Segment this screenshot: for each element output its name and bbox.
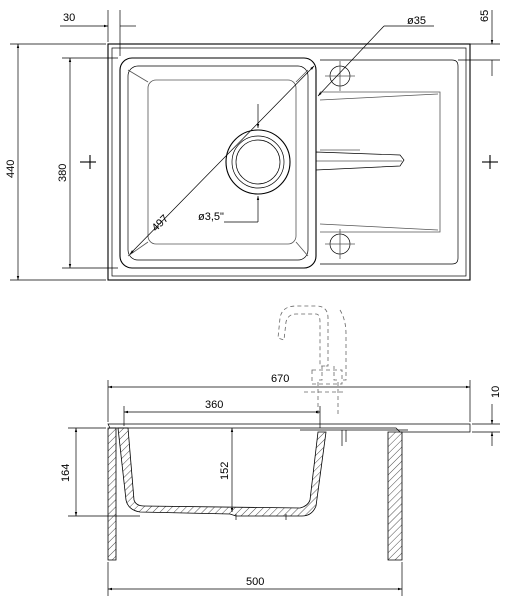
height-dim-label: 164 (60, 464, 72, 482)
section-view: 670 360 10 164 152 500 (60, 305, 502, 596)
hole-dim-label: ø35 (407, 15, 426, 27)
cabinet-left-wall (107, 427, 117, 561)
faucet-outline (277, 305, 339, 414)
drain-mid (231, 135, 285, 189)
sink-outline (107, 43, 471, 281)
cabinet-width-dim-label: 500 (246, 576, 264, 588)
bowl-outer (119, 57, 317, 269)
sink-inner-outline (111, 47, 467, 277)
drainboard-inner (320, 91, 441, 233)
drain-dim-label: ø3,5" (198, 211, 224, 223)
diagonal-dim-line (129, 65, 315, 255)
drain-outer (225, 129, 291, 195)
top-view: ø3,5" ø35 497 30 65 440 (5, 10, 500, 281)
drainboard-ridge-bottom (319, 223, 439, 231)
rim-dim-label: 65 (479, 10, 491, 22)
total-width-dim-label: 670 (271, 373, 289, 385)
countertop-rim (107, 423, 471, 433)
thickness-dim-label: 10 (490, 386, 502, 398)
bowl-width-dim-label: 360 (205, 399, 223, 411)
bowl-height-dim-label: 380 (57, 164, 69, 182)
bowl-depth-dim-label: 152 (219, 462, 231, 480)
drain-inner (235, 139, 281, 185)
drainboard-ridge-top (319, 93, 439, 101)
drainboard-outline (320, 59, 459, 265)
cabinet-right-wall (387, 431, 403, 561)
total-height-dim-label: 440 (5, 160, 17, 178)
bowl-section (117, 427, 327, 517)
flange-dim-label: 30 (63, 12, 75, 24)
